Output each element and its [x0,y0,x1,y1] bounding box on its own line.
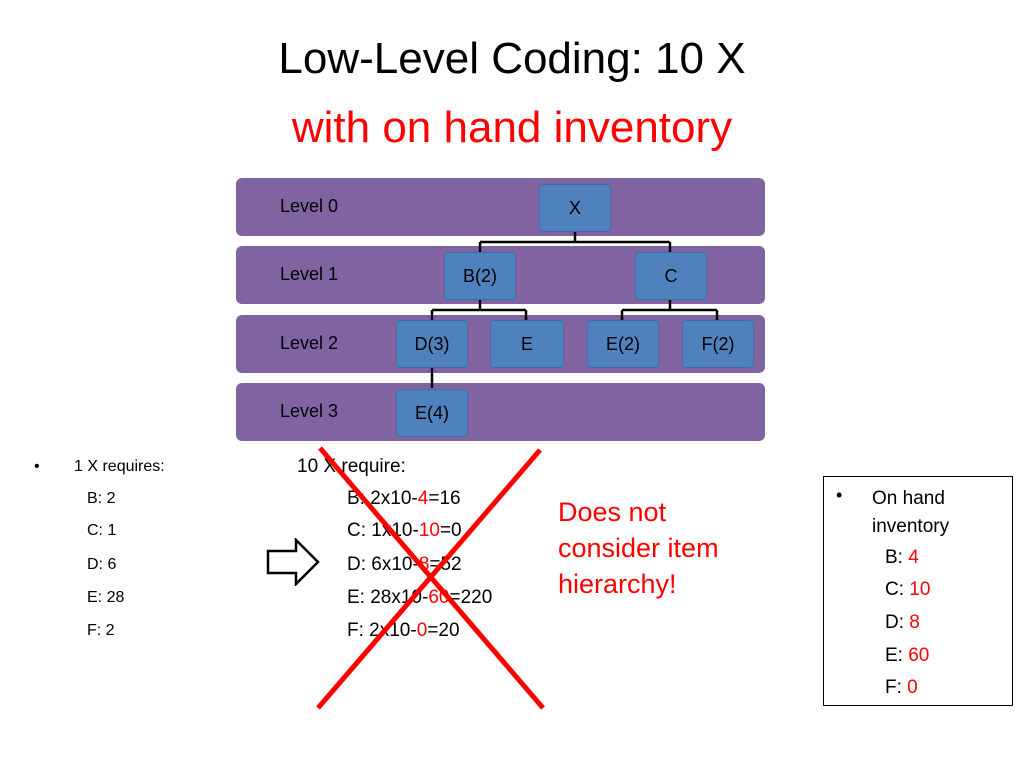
inventory-header: On hand inventory [872,485,949,541]
single-requirement-e: E: 28 [87,589,125,606]
slide-title: Low-Level Coding: 10 X [278,34,746,83]
inventory-item-e-label: E: [885,645,909,666]
node-x: X [539,184,611,232]
inventory-item-c-value: 10 [909,579,931,600]
note-line-3: hierarchy! [558,569,677,599]
ten-requirement-d-formula: D: 6x10- [347,554,419,575]
ten-requirement-b-inventory: 4 [417,488,429,509]
level-3-label: Level 3 [280,401,339,421]
level-3-band [236,383,765,441]
slide-subtitle: with on hand inventory [291,103,733,152]
ten-requirement-c-result: =0 [439,520,462,541]
ten-requirement-c: C: 1x10-10=0 [347,520,462,542]
ten-requirement-b-result: =16 [428,488,461,509]
inventory-item-b-label: B: [885,547,909,568]
inventory-header-line-2: inventory [872,516,950,537]
right-arrow-outline-icon [266,538,320,586]
ten-requirement-f-inventory: 0 [416,620,428,641]
inventory-item-c: C: 10 [885,579,930,601]
single-requirement-b: B: 2 [87,490,116,507]
node-d: D(3) [396,320,468,368]
inventory-item-c-label: C: [885,579,910,600]
ten-requirement-c-inventory: 10 [418,520,440,541]
single-requirements-header: 1 X requires: [74,458,165,475]
inventory-item-b-value: 4 [908,547,919,568]
ten-requirement-e: E: 28x10-60=220 [347,587,492,609]
bullet: • [836,485,843,505]
level-0-band [236,178,765,236]
level-0-label: Level 0 [280,196,339,216]
inventory-item-d-value: 8 [909,612,920,633]
single-requirement-f: F: 2 [87,622,115,639]
inventory-item-f: F: 0 [885,677,918,699]
ten-requirement-e-result: =220 [449,587,493,608]
inventory-item-e: E: 60 [885,645,929,667]
node-f: F(2) [682,320,754,368]
node-b: B(2) [444,252,516,300]
single-requirement-c: C: 1 [87,522,117,539]
level-2-label: Level 2 [280,333,339,353]
ten-requirement-f-result: =20 [427,620,460,641]
hierarchy-warning-note: Does not consider item hierarchy! [558,494,719,602]
inventory-item-d-label: D: [885,612,910,633]
level-1-label: Level 1 [280,264,339,284]
note-line-1: Does not [558,497,667,527]
inventory-item-b: B: 4 [885,547,919,569]
single-requirement-d: D: 6 [87,556,117,573]
red-x-cross-icon [316,446,545,710]
inventory-item-d: D: 8 [885,612,920,634]
bullet: • [34,458,40,475]
note-line-2: consider item [558,533,719,563]
inventory-item-e-value: 60 [908,645,930,666]
ten-requirement-d-inventory: 8 [418,554,430,575]
node-e-under-c: E(2) [587,320,659,368]
inventory-header-line-1: On hand [872,488,945,509]
inventory-item-f-value: 0 [907,677,918,698]
ten-requirement-c-formula: C: 1x10- [347,520,419,541]
node-e-under-d: E(4) [396,389,468,437]
node-c: C [635,252,707,300]
node-e-under-b: E [490,320,564,368]
inventory-item-f-label: F: [885,677,908,698]
inventory-box: • On hand inventory B: 4 C: 10 D: 8 E: 6… [823,476,1013,706]
ten-requirements-header: 10 X require: [297,456,406,477]
